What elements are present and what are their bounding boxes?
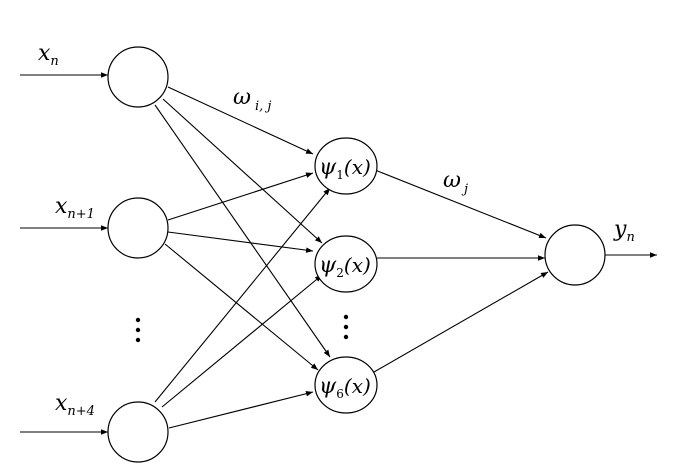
hidden-ellipsis	[343, 314, 349, 340]
input-label-1: xn	[38, 41, 59, 69]
edge-in1-h1	[167, 86, 314, 155]
edge-h6-out	[373, 271, 549, 373]
hidden-label-2: ψ2(x)	[319, 253, 371, 280]
hidden-node-6	[314, 356, 378, 414]
output-label: yn	[613, 217, 635, 245]
input-hidden-connections	[154, 86, 331, 429]
edge-in3-h6	[168, 390, 314, 429]
input-ellipsis	[135, 317, 141, 343]
input-label-3: xn+4	[55, 391, 95, 419]
edge-in2-h6	[164, 243, 319, 371]
edge-h1-out	[374, 169, 547, 239]
hidden-label-1: ψ1(x)	[319, 155, 371, 182]
output-node	[544, 224, 606, 286]
hidden-node-1	[314, 137, 378, 195]
edge-in3-h2	[161, 274, 323, 408]
edge-in2-h2	[167, 231, 314, 253]
input-node-2	[107, 197, 169, 259]
edge-in1-h2	[162, 98, 323, 244]
edge-in1-h6	[154, 104, 331, 358]
hidden-output-connections	[373, 169, 549, 373]
edge-in3-h1	[154, 187, 331, 403]
input-node-1	[107, 46, 169, 108]
edge-in2-h1	[167, 172, 314, 221]
input-node-3	[107, 401, 169, 463]
hidden-label-6: ψ6(x)	[319, 374, 371, 401]
input-label-2: xn+1	[55, 194, 95, 222]
hidden-node-2	[314, 235, 378, 293]
